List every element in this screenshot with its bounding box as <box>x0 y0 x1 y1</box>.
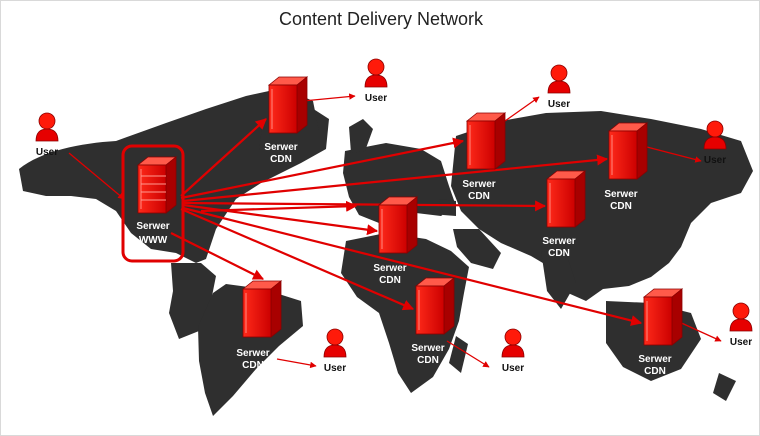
cdn-server: Serwer CDN <box>462 112 506 202</box>
user-label: User <box>324 363 346 374</box>
cdn-label-line2: CDN <box>644 366 666 377</box>
cdn-label-line2: CDN <box>270 154 292 165</box>
origin-highlight-box <box>121 144 185 263</box>
user-label: User <box>502 363 524 374</box>
cdn-server: Serwer CDN <box>638 288 683 377</box>
user-icon: User <box>547 64 571 110</box>
user-label: User <box>730 337 752 348</box>
cdn-label-line2: CDN <box>242 360 264 371</box>
cdn-label-line2: CDN <box>548 248 570 259</box>
user-icon: User <box>323 328 347 374</box>
user-label: User <box>548 99 570 110</box>
origin-label-line1: Serwer <box>136 221 169 232</box>
cdn-label-line2: CDN <box>468 191 490 202</box>
user-icon: User <box>703 120 727 166</box>
user-icon: User <box>501 328 525 374</box>
cdn-server: Serwer CDN <box>411 277 455 366</box>
cdn-label-line1: Serwer <box>638 354 671 365</box>
user-icon: User <box>35 112 59 158</box>
cdn-server: Serwer CDN <box>373 196 418 286</box>
cdn-server: Serwer CDN <box>264 76 308 165</box>
cdn-label-line2: CDN <box>610 201 632 212</box>
cdn-label-line1: Serwer <box>604 189 637 200</box>
cdn-label-line2: CDN <box>417 355 439 366</box>
origin-server: Serwer WWW <box>121 144 185 263</box>
user-icon: User <box>364 58 388 104</box>
cdn-server: Serwer CDN <box>604 122 648 212</box>
cdn-server: Serwer CDN <box>542 170 586 259</box>
cdn-label-line1: Serwer <box>462 179 495 190</box>
cdn-label-line1: Serwer <box>264 142 297 153</box>
user-label: User <box>365 93 387 104</box>
user-label: User <box>704 155 726 166</box>
world-map <box>19 89 753 416</box>
cdn-label-line2: CDN <box>379 275 401 286</box>
cdn-label-line1: Serwer <box>542 236 575 247</box>
cdn-label-line1: Serwer <box>236 348 269 359</box>
diagram-title: Content Delivery Network <box>278 9 484 29</box>
cdn-label-line1: Serwer <box>411 343 444 354</box>
user-icon: User <box>729 302 753 348</box>
user-label: User <box>36 147 58 158</box>
origin-label-line2: WWW <box>139 235 168 246</box>
cdn-server: Serwer CDN <box>236 280 282 371</box>
cdn-label-line1: Serwer <box>373 263 406 274</box>
connection-arrows <box>68 93 722 369</box>
